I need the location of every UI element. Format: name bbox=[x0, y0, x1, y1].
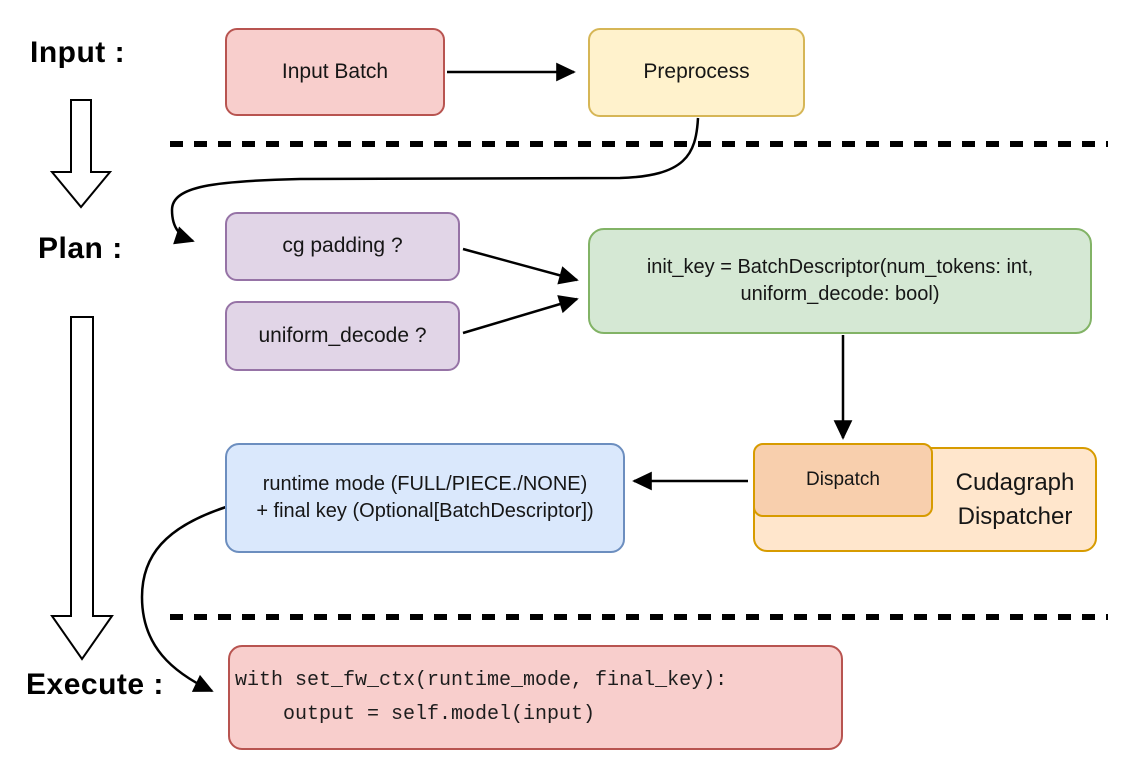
connector-cgpadding-to-initkey bbox=[462, 247, 579, 285]
connector-runtimemode-to-executecode bbox=[140, 505, 227, 693]
execute-code-line2: output = self.model(input) bbox=[235, 702, 596, 726]
node-input-batch-label: Input Batch bbox=[281, 59, 389, 83]
node-uniform-decode: uniform_decode ? bbox=[225, 301, 460, 371]
node-init-key: init_key = BatchDescriptor(num_tokens: i… bbox=[588, 228, 1092, 334]
stage-label-plan: Plan : bbox=[38, 232, 123, 265]
input-stage-down-arrow-icon bbox=[49, 99, 113, 209]
connector-preprocess-to-cgpadding bbox=[170, 117, 700, 245]
node-runtime-mode-line1: runtime mode (FULL/PIECE./NONE) bbox=[262, 473, 588, 495]
node-uniform-decode-label: uniform_decode ? bbox=[258, 323, 427, 347]
node-runtime-mode-line2: + final key (Optional[BatchDescriptor]) bbox=[256, 500, 594, 522]
node-dispatch: Dispatch bbox=[753, 443, 933, 517]
node-execute-code: with set_fw_ctx(runtime_mode, final_key)… bbox=[228, 645, 843, 750]
execute-code-line1: with set_fw_ctx(runtime_mode, final_key)… bbox=[235, 668, 728, 692]
node-cudagraph-dispatcher-label: Cudagraph Dispatcher bbox=[933, 447, 1097, 552]
node-cg-padding: cg padding ? bbox=[225, 212, 460, 281]
stage-label-execute: Execute : bbox=[26, 668, 164, 701]
connector-uniformdecode-to-initkey bbox=[462, 295, 579, 335]
stage-label-input: Input : bbox=[30, 36, 126, 69]
node-dispatch-label: Dispatch bbox=[806, 469, 880, 491]
node-preprocess: Preprocess bbox=[588, 28, 805, 117]
node-input-batch: Input Batch bbox=[225, 28, 445, 116]
node-init-key-line1: init_key = BatchDescriptor(num_tokens: i… bbox=[646, 256, 1034, 278]
cudagraph-label-line1: Cudagraph bbox=[955, 468, 1075, 496]
cudagraph-label-line2: Dispatcher bbox=[957, 502, 1073, 530]
node-init-key-line2: uniform_decode: bool) bbox=[740, 283, 940, 305]
node-runtime-mode: runtime mode (FULL/PIECE./NONE) + final … bbox=[225, 443, 625, 553]
plan-stage-down-arrow-icon bbox=[50, 316, 114, 661]
node-preprocess-label: Preprocess bbox=[643, 60, 750, 84]
node-cg-padding-label: cg padding ? bbox=[282, 234, 403, 258]
